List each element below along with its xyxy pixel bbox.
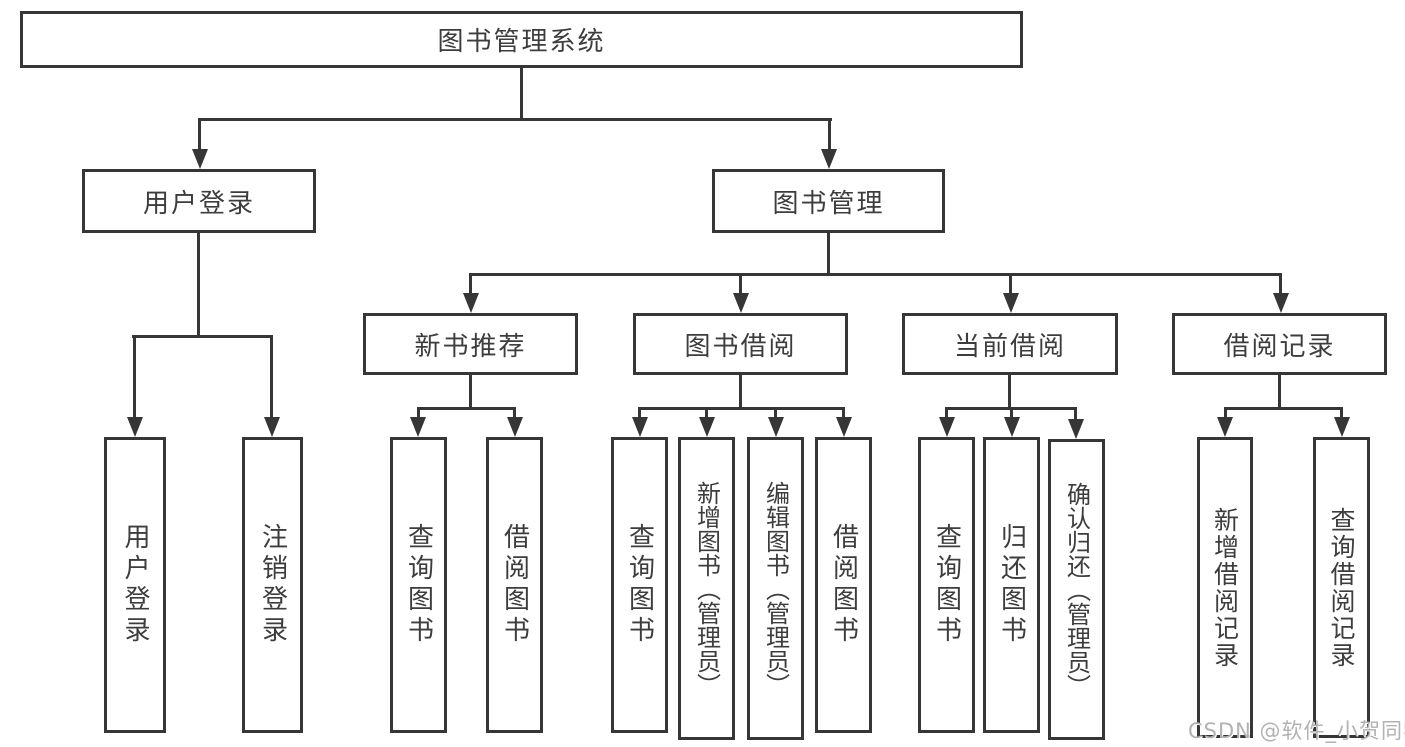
node-new-book-recommend-label: 新书推荐 bbox=[414, 331, 527, 362]
node-user-login: 用户登录 bbox=[82, 169, 316, 233]
node-book-management-label: 图书管理 bbox=[772, 188, 885, 219]
connector-user-login-stem bbox=[197, 233, 200, 335]
connector-drop-return-books bbox=[1010, 407, 1013, 419]
leaf-borrowing-query-books-label: 查询图书 bbox=[624, 523, 655, 647]
connector-drop-recommend-query bbox=[417, 407, 420, 419]
connector-drop-user-login bbox=[198, 118, 201, 151]
arrowhead-current-borrowing bbox=[1003, 293, 1019, 313]
leaf-user-login: 用户登录 bbox=[104, 437, 166, 733]
connector-book-management-stem bbox=[827, 233, 830, 273]
arrowhead-borrowing-records bbox=[1273, 293, 1289, 313]
arrowhead-return-books bbox=[1004, 417, 1020, 437]
arrowhead-book-management bbox=[821, 149, 837, 169]
connector-drop-add-books bbox=[705, 407, 708, 419]
arrowhead-add-books bbox=[699, 417, 715, 437]
leaf-return-books-label: 归还图书 bbox=[996, 523, 1027, 647]
arrowhead-borrowing-query bbox=[632, 417, 648, 437]
leaf-edit-books-admin: 编辑图书（管理员） bbox=[747, 437, 804, 740]
connector-drop-recommend-borrow bbox=[513, 407, 516, 419]
arrowhead-borrowing-borrow bbox=[836, 417, 852, 437]
node-new-book-recommend: 新书推荐 bbox=[363, 313, 578, 375]
arrowhead-confirm-return bbox=[1068, 419, 1084, 439]
watermark-text: CSDN @软件_小贺同学 bbox=[1188, 719, 1405, 743]
leaf-borrowing-borrow-books: 借阅图书 bbox=[815, 437, 872, 733]
connector-drop-leaf-logout bbox=[270, 335, 273, 417]
leaf-add-borrow-record: 新增借阅记录 bbox=[1197, 437, 1253, 738]
leaf-add-books-admin-label: 新增图书（管理员） bbox=[692, 480, 721, 697]
connector-drop-add-record bbox=[1224, 407, 1227, 419]
leaf-recommend-borrow-books-label: 借阅图书 bbox=[499, 523, 530, 647]
leaf-recommend-borrow-books: 借阅图书 bbox=[486, 437, 543, 733]
connector-recommend-stem bbox=[469, 375, 472, 407]
leaf-query-borrow-record-label: 查询借阅记录 bbox=[1327, 506, 1356, 669]
connector-drop-current-query bbox=[945, 407, 948, 419]
connector-drop-confirm-return bbox=[1074, 407, 1077, 419]
arrowhead-edit-books bbox=[768, 417, 784, 437]
connector-user-login-bar bbox=[132, 335, 273, 338]
connector-current-stem bbox=[1008, 375, 1011, 407]
connector-level1-bar bbox=[198, 118, 832, 121]
arrowhead-new-book-recommend bbox=[463, 293, 479, 313]
node-current-borrowing: 当前借阅 bbox=[902, 313, 1118, 375]
leaf-add-borrow-record-label: 新增借阅记录 bbox=[1210, 506, 1240, 669]
connector-level2-bar bbox=[469, 273, 1282, 276]
leaf-user-login-label: 用户登录 bbox=[120, 523, 150, 647]
node-borrowing-records: 借阅记录 bbox=[1172, 313, 1387, 375]
leaf-borrowing-borrow-books-label: 借阅图书 bbox=[828, 523, 859, 647]
leaf-query-borrow-record: 查询借阅记录 bbox=[1313, 437, 1370, 738]
leaf-confirm-return-admin: 确认归还（管理员） bbox=[1048, 439, 1105, 740]
connector-records-stem bbox=[1278, 375, 1281, 407]
arrowhead-add-record bbox=[1217, 417, 1233, 437]
arrowhead-leaf-logout bbox=[264, 417, 280, 437]
arrowhead-user-login bbox=[192, 149, 208, 169]
leaf-edit-books-admin-label: 编辑图书（管理员） bbox=[761, 480, 790, 697]
leaf-current-query-books: 查询图书 bbox=[918, 437, 975, 733]
leaf-logout-label: 注销登录 bbox=[257, 523, 288, 647]
connector-drop-edit-books bbox=[774, 407, 777, 419]
node-borrowing-records-label: 借阅记录 bbox=[1223, 331, 1336, 362]
leaf-current-query-books-label: 查询图书 bbox=[931, 523, 962, 647]
leaf-return-books: 归还图书 bbox=[983, 437, 1040, 733]
node-current-borrowing-label: 当前借阅 bbox=[953, 331, 1066, 362]
connector-drop-leaf-user-login bbox=[133, 335, 136, 417]
connector-drop-new-book-recommend bbox=[469, 273, 472, 295]
connector-drop-borrowing-query bbox=[638, 407, 641, 419]
arrowhead-leaf-user-login bbox=[127, 417, 143, 437]
connector-borrowing-stem bbox=[739, 375, 742, 407]
connector-drop-borrowing-records bbox=[1279, 273, 1282, 295]
connector-root-stem bbox=[520, 68, 523, 118]
connector-borrowing-bar bbox=[638, 407, 845, 410]
arrowhead-query-record bbox=[1334, 417, 1350, 437]
node-book-borrowing-label: 图书借阅 bbox=[684, 331, 797, 362]
leaf-add-books-admin: 新增图书（管理员） bbox=[678, 437, 735, 740]
connector-drop-book-borrowing bbox=[739, 273, 742, 295]
connector-drop-query-record bbox=[1340, 407, 1343, 419]
arrowhead-book-borrowing bbox=[733, 293, 749, 313]
connector-drop-book-management bbox=[828, 118, 831, 151]
arrowhead-current-query bbox=[939, 417, 955, 437]
connector-drop-current-borrowing bbox=[1009, 273, 1012, 295]
node-user-login-label: 用户登录 bbox=[142, 188, 255, 219]
connector-drop-borrowing-borrow bbox=[842, 407, 845, 419]
node-book-borrowing: 图书借阅 bbox=[633, 313, 848, 375]
arrowhead-recommend-query bbox=[410, 417, 426, 437]
leaf-borrowing-query-books: 查询图书 bbox=[611, 437, 668, 733]
leaf-confirm-return-admin-label: 确认归还（管理员） bbox=[1062, 481, 1091, 698]
arrowhead-recommend-borrow bbox=[507, 417, 523, 437]
connector-records-bar bbox=[1224, 407, 1342, 410]
node-root: 图书管理系统 bbox=[20, 11, 1023, 68]
leaf-recommend-query-books: 查询图书 bbox=[390, 437, 447, 733]
node-book-management: 图书管理 bbox=[712, 169, 945, 233]
leaf-recommend-query-books-label: 查询图书 bbox=[403, 523, 434, 647]
connector-recommend-bar bbox=[417, 407, 516, 410]
node-root-label: 图书管理系统 bbox=[437, 27, 606, 57]
leaf-logout: 注销登录 bbox=[242, 437, 303, 733]
